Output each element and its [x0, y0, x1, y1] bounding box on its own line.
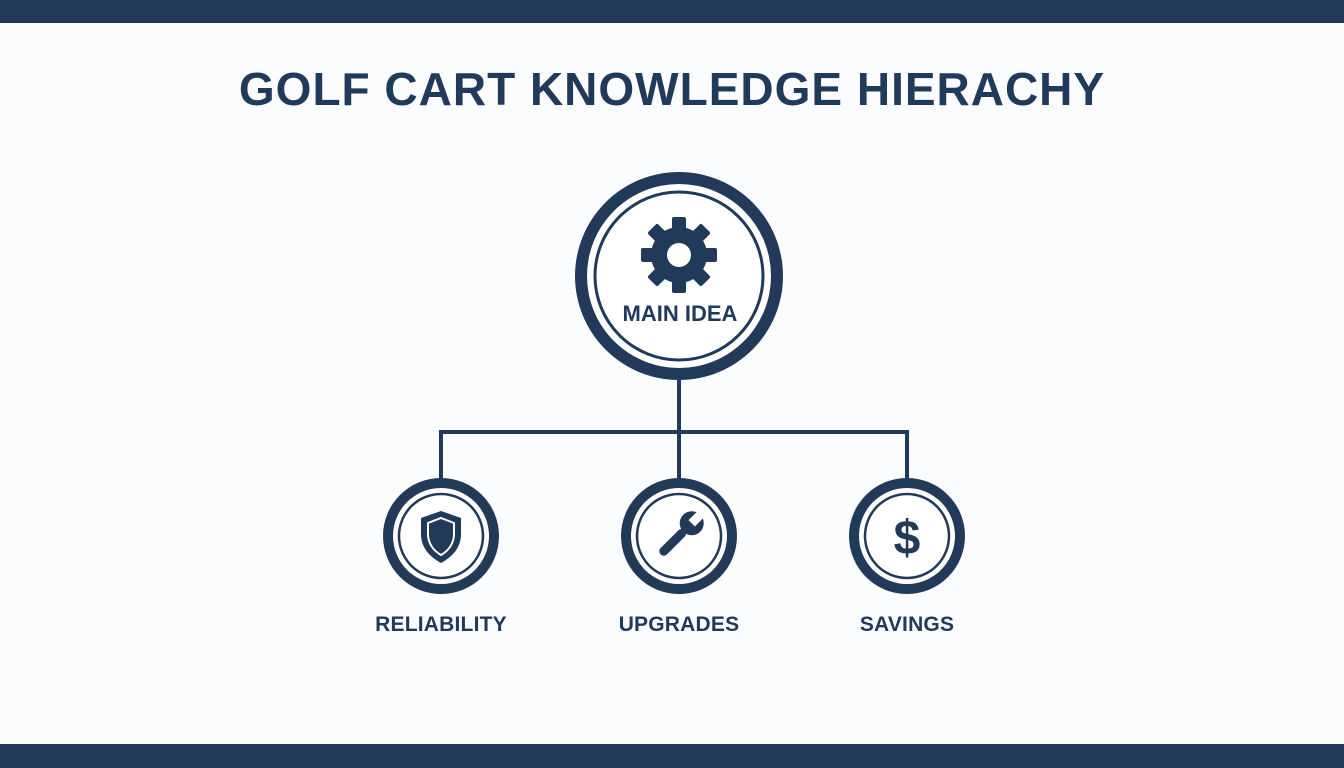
gear-icon [641, 217, 717, 293]
child-node-savings: $ [849, 478, 965, 594]
main-node [575, 172, 783, 380]
shield-icon [421, 511, 461, 563]
bottom-banner-bar [0, 744, 1344, 768]
dollar-icon: $ [894, 512, 921, 565]
top-banner-bar [0, 0, 1344, 23]
child-node-upgrades [621, 478, 737, 594]
child-node-label-savings: SAVINGS [859, 613, 955, 636]
wrench-icon [659, 510, 705, 556]
connector-lines [439, 380, 909, 482]
page-title: GOLF CART KNOWLEDGE HIERACHY [238, 63, 1106, 115]
child-node-label-upgrades: UPGRADES [618, 613, 740, 636]
child-node-reliability [383, 478, 499, 594]
child-node-label-reliability: RELIABILITY [375, 613, 507, 636]
main-node-label: MAIN IDEA [622, 301, 738, 326]
